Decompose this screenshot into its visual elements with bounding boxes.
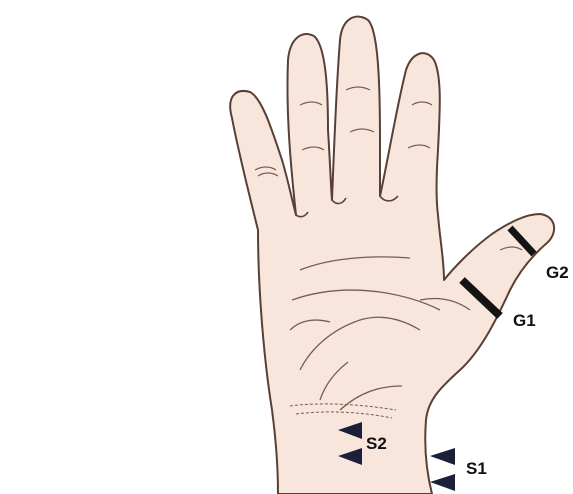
arrow-s1-upper-icon [430,448,455,465]
arrow-s1-lower-icon [430,474,455,491]
label-s1: S1 [466,459,487,478]
label-g1: G1 [513,311,536,330]
hand-outline [230,17,554,494]
hand [230,17,554,494]
label-s2: S2 [366,434,387,453]
label-g2: G2 [546,263,569,282]
